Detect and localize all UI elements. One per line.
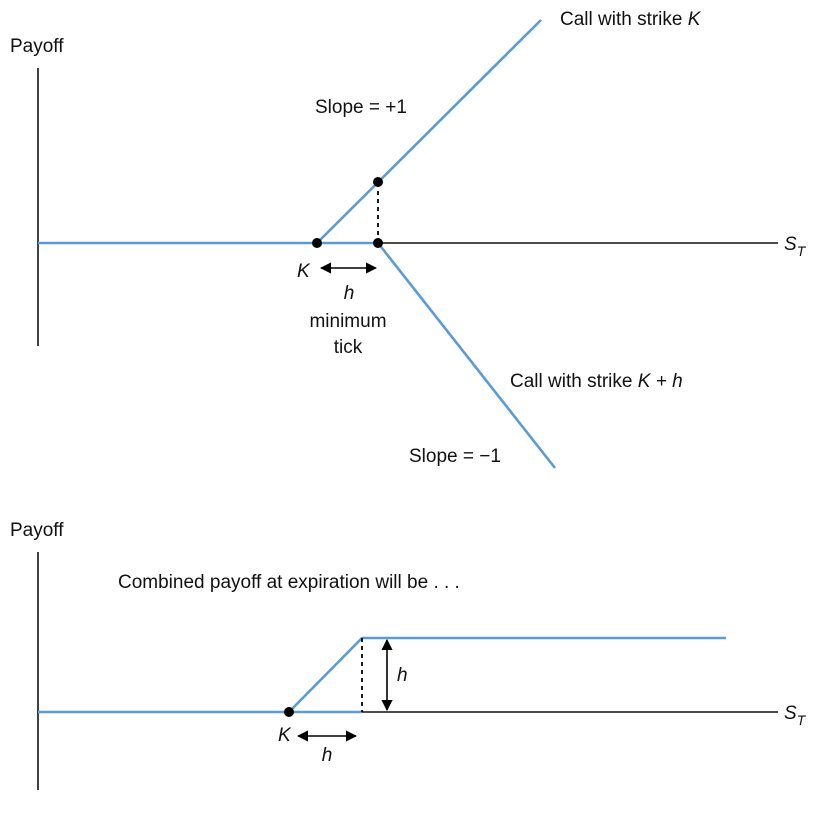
top-point-upper	[373, 177, 383, 187]
tick-label-line2: tick	[334, 337, 363, 358]
call-strike-k-line	[316, 19, 542, 244]
top-strike-label: K	[297, 261, 311, 282]
slope-down-label: Slope = −1	[409, 446, 501, 467]
top-h-label: h	[344, 283, 355, 304]
top-point-k	[312, 238, 322, 248]
tick-label-line1: minimum	[309, 311, 386, 332]
top-x-axis-label: ST	[784, 234, 807, 259]
call-kh-label: Call with strike K + h	[510, 371, 683, 392]
bottom-point-k	[284, 707, 294, 717]
call-k-label: Call with strike K	[560, 9, 702, 30]
call-strike-kh-line	[376, 242, 557, 469]
top-y-axis-label: Payoff	[10, 36, 64, 57]
slope-up-label: Slope = +1	[315, 97, 407, 118]
bottom-panel: Payoff Combined payoff at expiration wil…	[10, 520, 807, 790]
bottom-vertical-h-label: h	[397, 665, 408, 686]
top-panel: Payoff ST Call with strike K Slope = +1 …	[10, 9, 807, 469]
combined-payoff-caption: Combined payoff at expiration will be . …	[118, 572, 460, 593]
combined-payoff-line	[38, 636, 726, 714]
bottom-x-axis-label: ST	[784, 703, 807, 728]
top-point-kh	[373, 238, 383, 248]
bottom-y-axis-label: Payoff	[10, 520, 64, 541]
bottom-strike-label: K	[278, 725, 292, 746]
bottom-horizontal-h-label: h	[322, 745, 333, 766]
